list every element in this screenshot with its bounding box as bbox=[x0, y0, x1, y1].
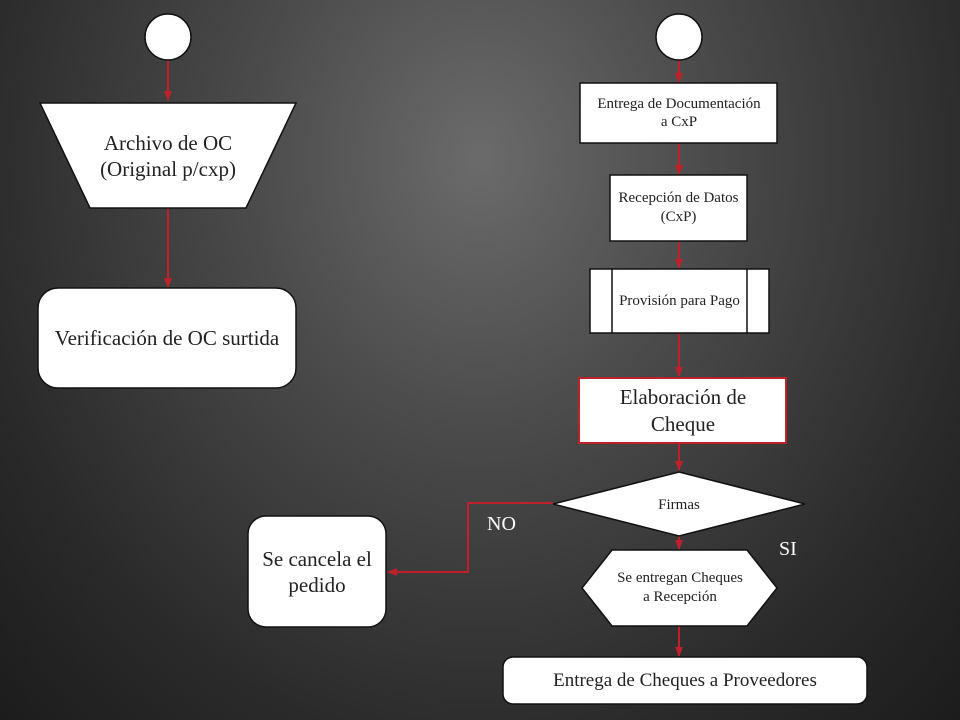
archivo-oc-label: Archivo de OC (Original p/cxp) bbox=[100, 130, 236, 181]
recepcion-datos-box bbox=[609, 174, 748, 242]
provision-pago-label: Provisión para Pago bbox=[619, 292, 740, 309]
entrega-documentacion-box bbox=[579, 82, 778, 144]
edge-label-no: NO bbox=[487, 513, 516, 535]
verificacion-oc-label: Verificación de OC surtida bbox=[54, 325, 280, 350]
elaboracion-cheque-label: Elaboración de Cheque bbox=[619, 385, 747, 436]
verificacion-oc-rounded-box bbox=[37, 287, 297, 389]
se-cancela-label: Se cancela el pedido bbox=[262, 546, 372, 597]
connector-firmas-no-to-cancela bbox=[387, 502, 553, 576]
start-circle-left bbox=[144, 13, 192, 61]
archivo-oc-manual-operation-shape bbox=[38, 102, 298, 209]
start-circle-right bbox=[655, 13, 703, 61]
se-cancela-rounded-box bbox=[247, 515, 387, 628]
firmas-label: Firmas bbox=[658, 496, 700, 513]
entrega-documentacion-label: Entrega de Documentación a CxP bbox=[597, 96, 761, 130]
se-entregan-label: Se entregan Cheques a Recepción bbox=[617, 570, 743, 605]
se-entregan-hexagon-shape bbox=[581, 549, 778, 627]
firmas-decision-diamond bbox=[552, 471, 806, 537]
recepcion-datos-label: Recepción de Datos (CxP) bbox=[618, 190, 739, 225]
entrega-proveedores-rounded-box bbox=[502, 656, 868, 705]
provision-pago-predefined-process-shape bbox=[589, 268, 770, 334]
elaboracion-cheque-box bbox=[578, 377, 787, 444]
entrega-proveedores-label: Entrega de Cheques a Proveedores bbox=[553, 669, 817, 691]
edge-label-si: SI bbox=[779, 538, 797, 560]
